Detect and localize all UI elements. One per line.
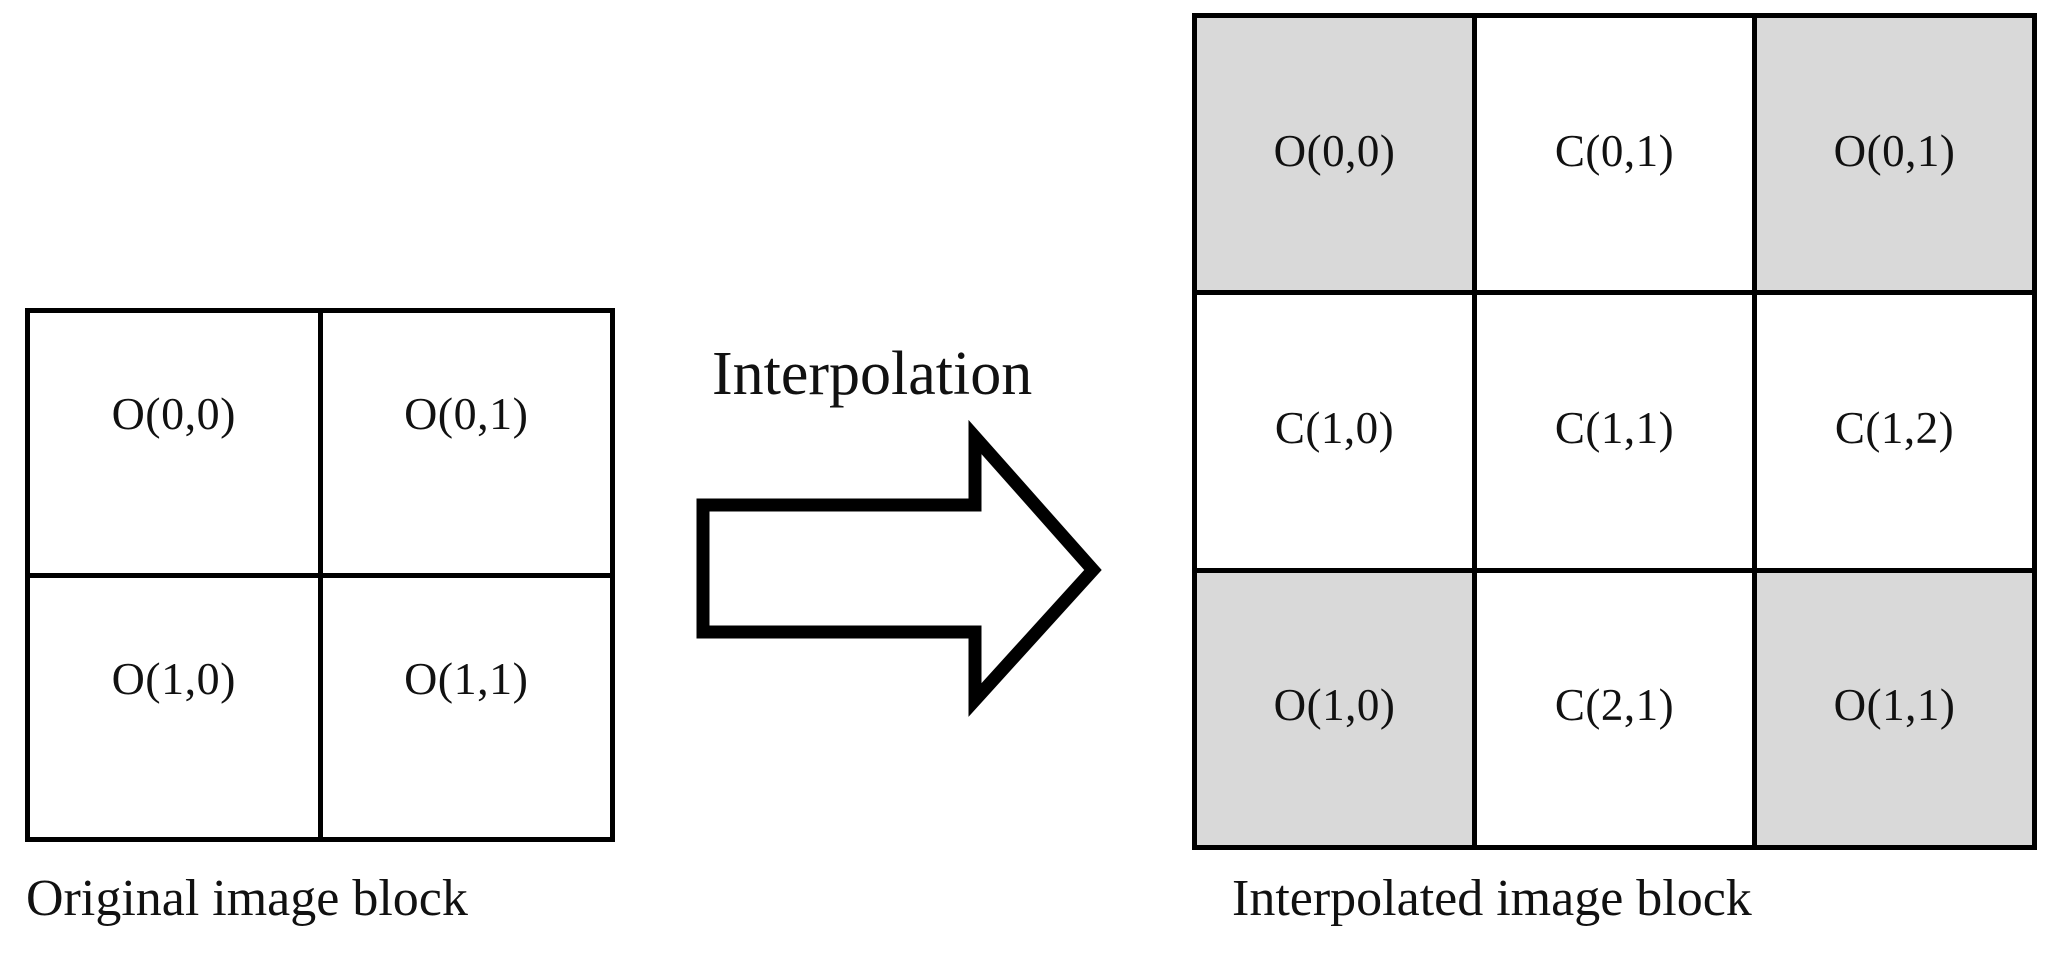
original-cell-1-0: O(1,0) <box>30 577 318 837</box>
interpolated-cell-1-1: C(1,1) <box>1477 295 1752 568</box>
interpolated-cell-label: C(0,1) <box>1554 125 1675 176</box>
interpolated-cell-2-2: O(1,1) <box>1757 572 2032 845</box>
original-cell-0-1: O(0,1) <box>322 313 610 573</box>
interpolated-cell-label: C(2,1) <box>1554 680 1675 731</box>
interpolated-cell-1-2: C(1,2) <box>1757 295 2032 568</box>
interpolated-cell-0-0: O(0,0) <box>1197 18 1472 291</box>
interpolated-cell-label: C(1,1) <box>1554 402 1675 453</box>
interpolated-cell-label: O(1,0) <box>1273 680 1396 731</box>
interpolated-image-block-grid: O(0,0) C(0,1) O(0,1) C(1,0) C(1,1) C(1,2… <box>1192 13 2037 850</box>
interpolated-cell-label: O(0,0) <box>1273 125 1396 176</box>
interpolated-cell-label: O(1,1) <box>1833 680 1956 731</box>
interpolated-cell-2-0: O(1,0) <box>1197 572 1472 845</box>
original-cell-1-1: O(1,1) <box>322 577 610 837</box>
interpolated-cell-label: O(0,1) <box>1833 125 1956 176</box>
interpolated-cell-0-2: O(0,1) <box>1757 18 2032 291</box>
right-arrow-icon <box>696 420 1102 717</box>
original-cell-label: O(1,0) <box>111 652 236 704</box>
interpolated-cell-1-0: C(1,0) <box>1197 295 1472 568</box>
original-image-block-caption: Original image block <box>26 870 468 927</box>
original-cell-label: O(1,1) <box>404 652 529 704</box>
interpolated-cell-2-1: C(2,1) <box>1477 572 1752 845</box>
original-cell-label: O(0,0) <box>111 388 236 439</box>
interpolated-cell-label: C(1,2) <box>1834 402 1955 453</box>
interpolated-cell-label: C(1,0) <box>1274 402 1395 453</box>
interpolated-image-block-caption: Interpolated image block <box>1232 870 1752 927</box>
interpolated-cell-0-1: C(0,1) <box>1477 18 1752 291</box>
original-cell-label: O(0,1) <box>404 388 529 439</box>
interpolation-label: Interpolation <box>712 340 1033 408</box>
original-cell-0-0: O(0,0) <box>30 313 318 573</box>
original-image-block-grid: O(0,0) O(0,1) O(1,0) O(1,1) <box>25 308 615 842</box>
